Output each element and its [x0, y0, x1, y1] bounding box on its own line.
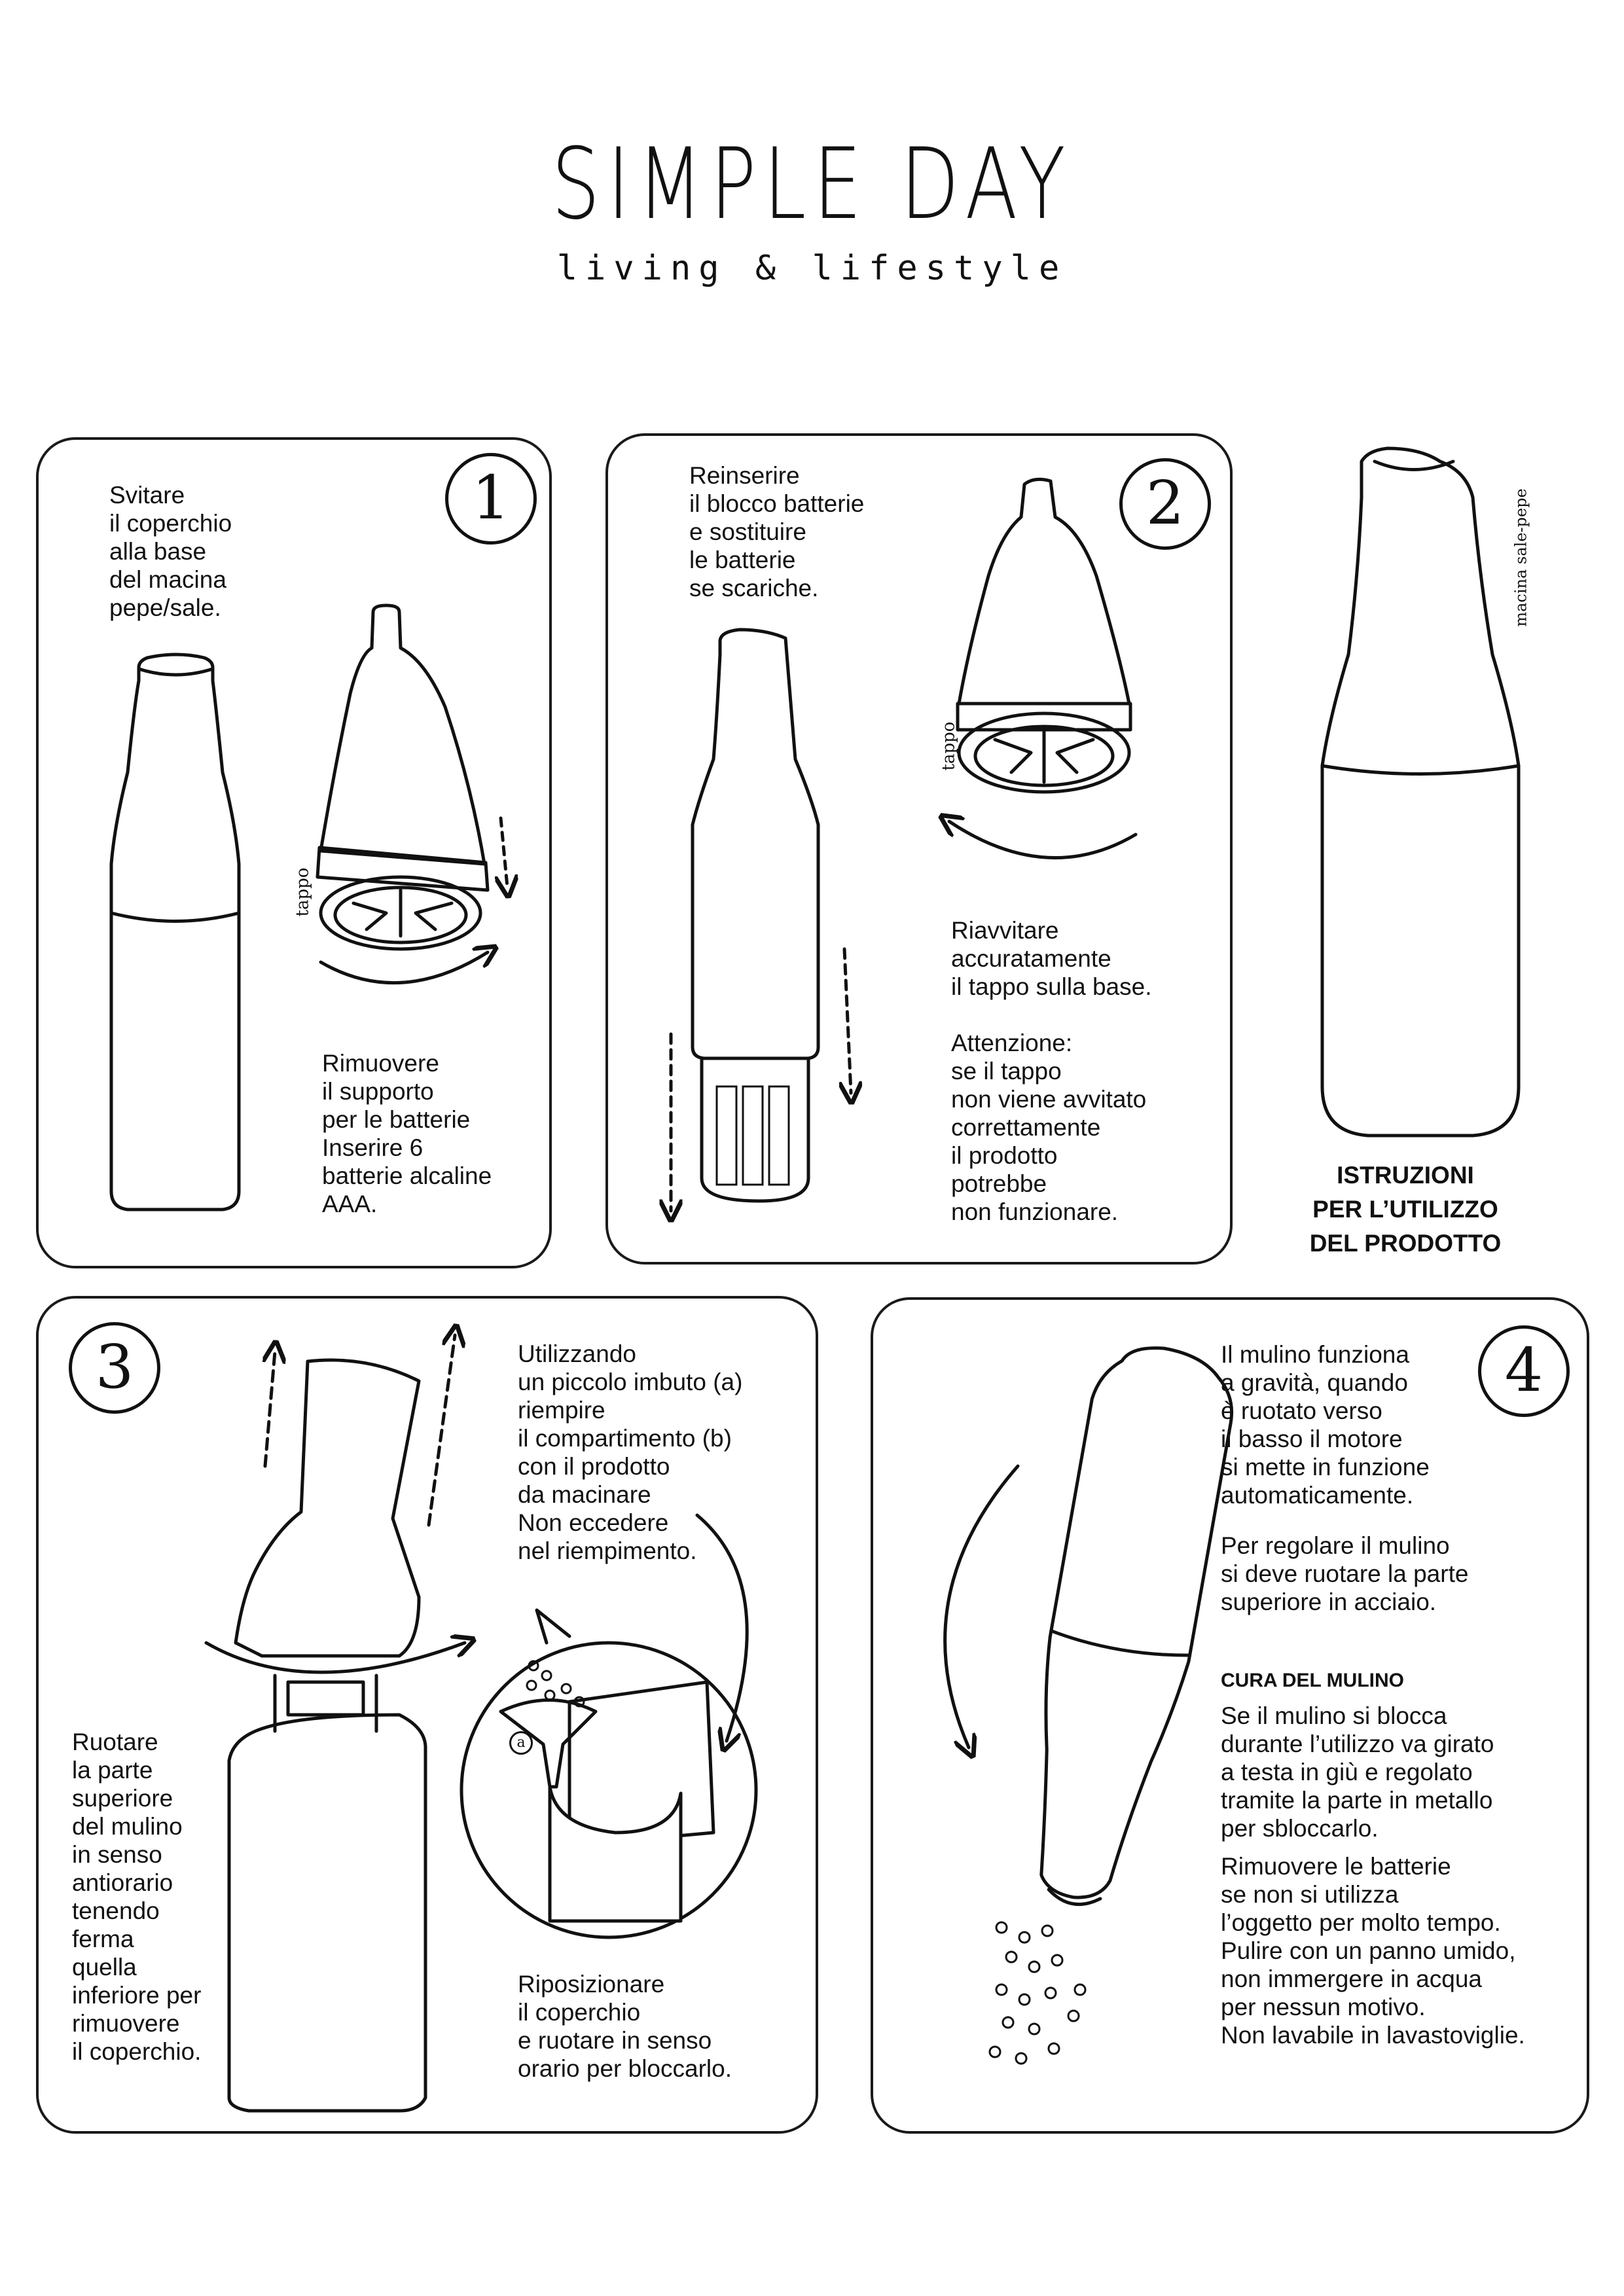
- step-2-cap-illustration: [949, 477, 1138, 860]
- step-4-number: 4: [1478, 1325, 1570, 1417]
- step-1-instruction-top: Svitare il coperchio alla base del macin…: [109, 482, 232, 621]
- brand-logo-title: SIMPLE DAY: [551, 128, 1073, 242]
- step-2-number: 2: [1119, 458, 1211, 550]
- step-2-warning: Attenzione: se il tappo non viene avvita…: [951, 1030, 1147, 1225]
- step-4-care-text-batteries: Rimuovere le batterie se non si utilizza…: [1221, 1853, 1525, 2049]
- step-3-instruction-left: Ruotare la parte superiore del mulino in…: [72, 1729, 202, 2065]
- step-3-instruction-top: Utilizzando un piccolo imbuto (a) riempi…: [518, 1340, 743, 1564]
- step-4-care-text-block: Se il mulino si blocca durante l’utilizz…: [1221, 1702, 1494, 1842]
- step-2-grinder-illustration: [671, 628, 851, 1211]
- step-3-grinder-illustration: [204, 1335, 465, 2113]
- step-1-cap-illustration: [316, 603, 507, 985]
- step-3-number: 3: [69, 1322, 160, 1414]
- step-2-instruction-top: Reinserire il blocco batterie e sostitui…: [689, 462, 865, 601]
- step-3-funnel-inset-illustration: [460, 1513, 758, 1939]
- product-grinder-illustration: [1320, 446, 1521, 1138]
- step-3-salt-grains: [526, 1660, 585, 1708]
- step-4-falling-grains: [988, 1921, 1087, 2065]
- step-1-instruction-bottom: Rimuovere il supporto per le batterie In…: [322, 1050, 492, 1217]
- step-1-number: 1: [445, 453, 537, 545]
- step-4-instruction-adjust: Per regolare il mulino si deve ruotare l…: [1221, 1532, 1469, 1615]
- step-4-instruction-function: Il mulino funziona a gravità, quando è r…: [1221, 1341, 1430, 1509]
- step-3-marker-a: a: [509, 1731, 533, 1755]
- step-4-care-heading: CURA DEL MULINO: [1221, 1670, 1404, 1691]
- step-1-panel: [36, 437, 552, 1268]
- brand-logo-subtitle: living & lifestyle: [556, 249, 1068, 288]
- step-1-grinder-illustration: [109, 653, 241, 1211]
- product-instructions-title: ISTRUZIONI PER L’UTILIZZO DEL PRODOTTO: [1309, 1162, 1502, 1257]
- step-2-panel: [605, 433, 1233, 1265]
- step-3-instruction-bottom: Riposizionare il coperchio e ruotare in …: [518, 1971, 732, 2082]
- step-4-grinder-upside-down-illustration: [943, 1346, 1234, 2065]
- step-2-instruction-middle: Riavvitare accuratamente il tappo sulla …: [951, 917, 1152, 1000]
